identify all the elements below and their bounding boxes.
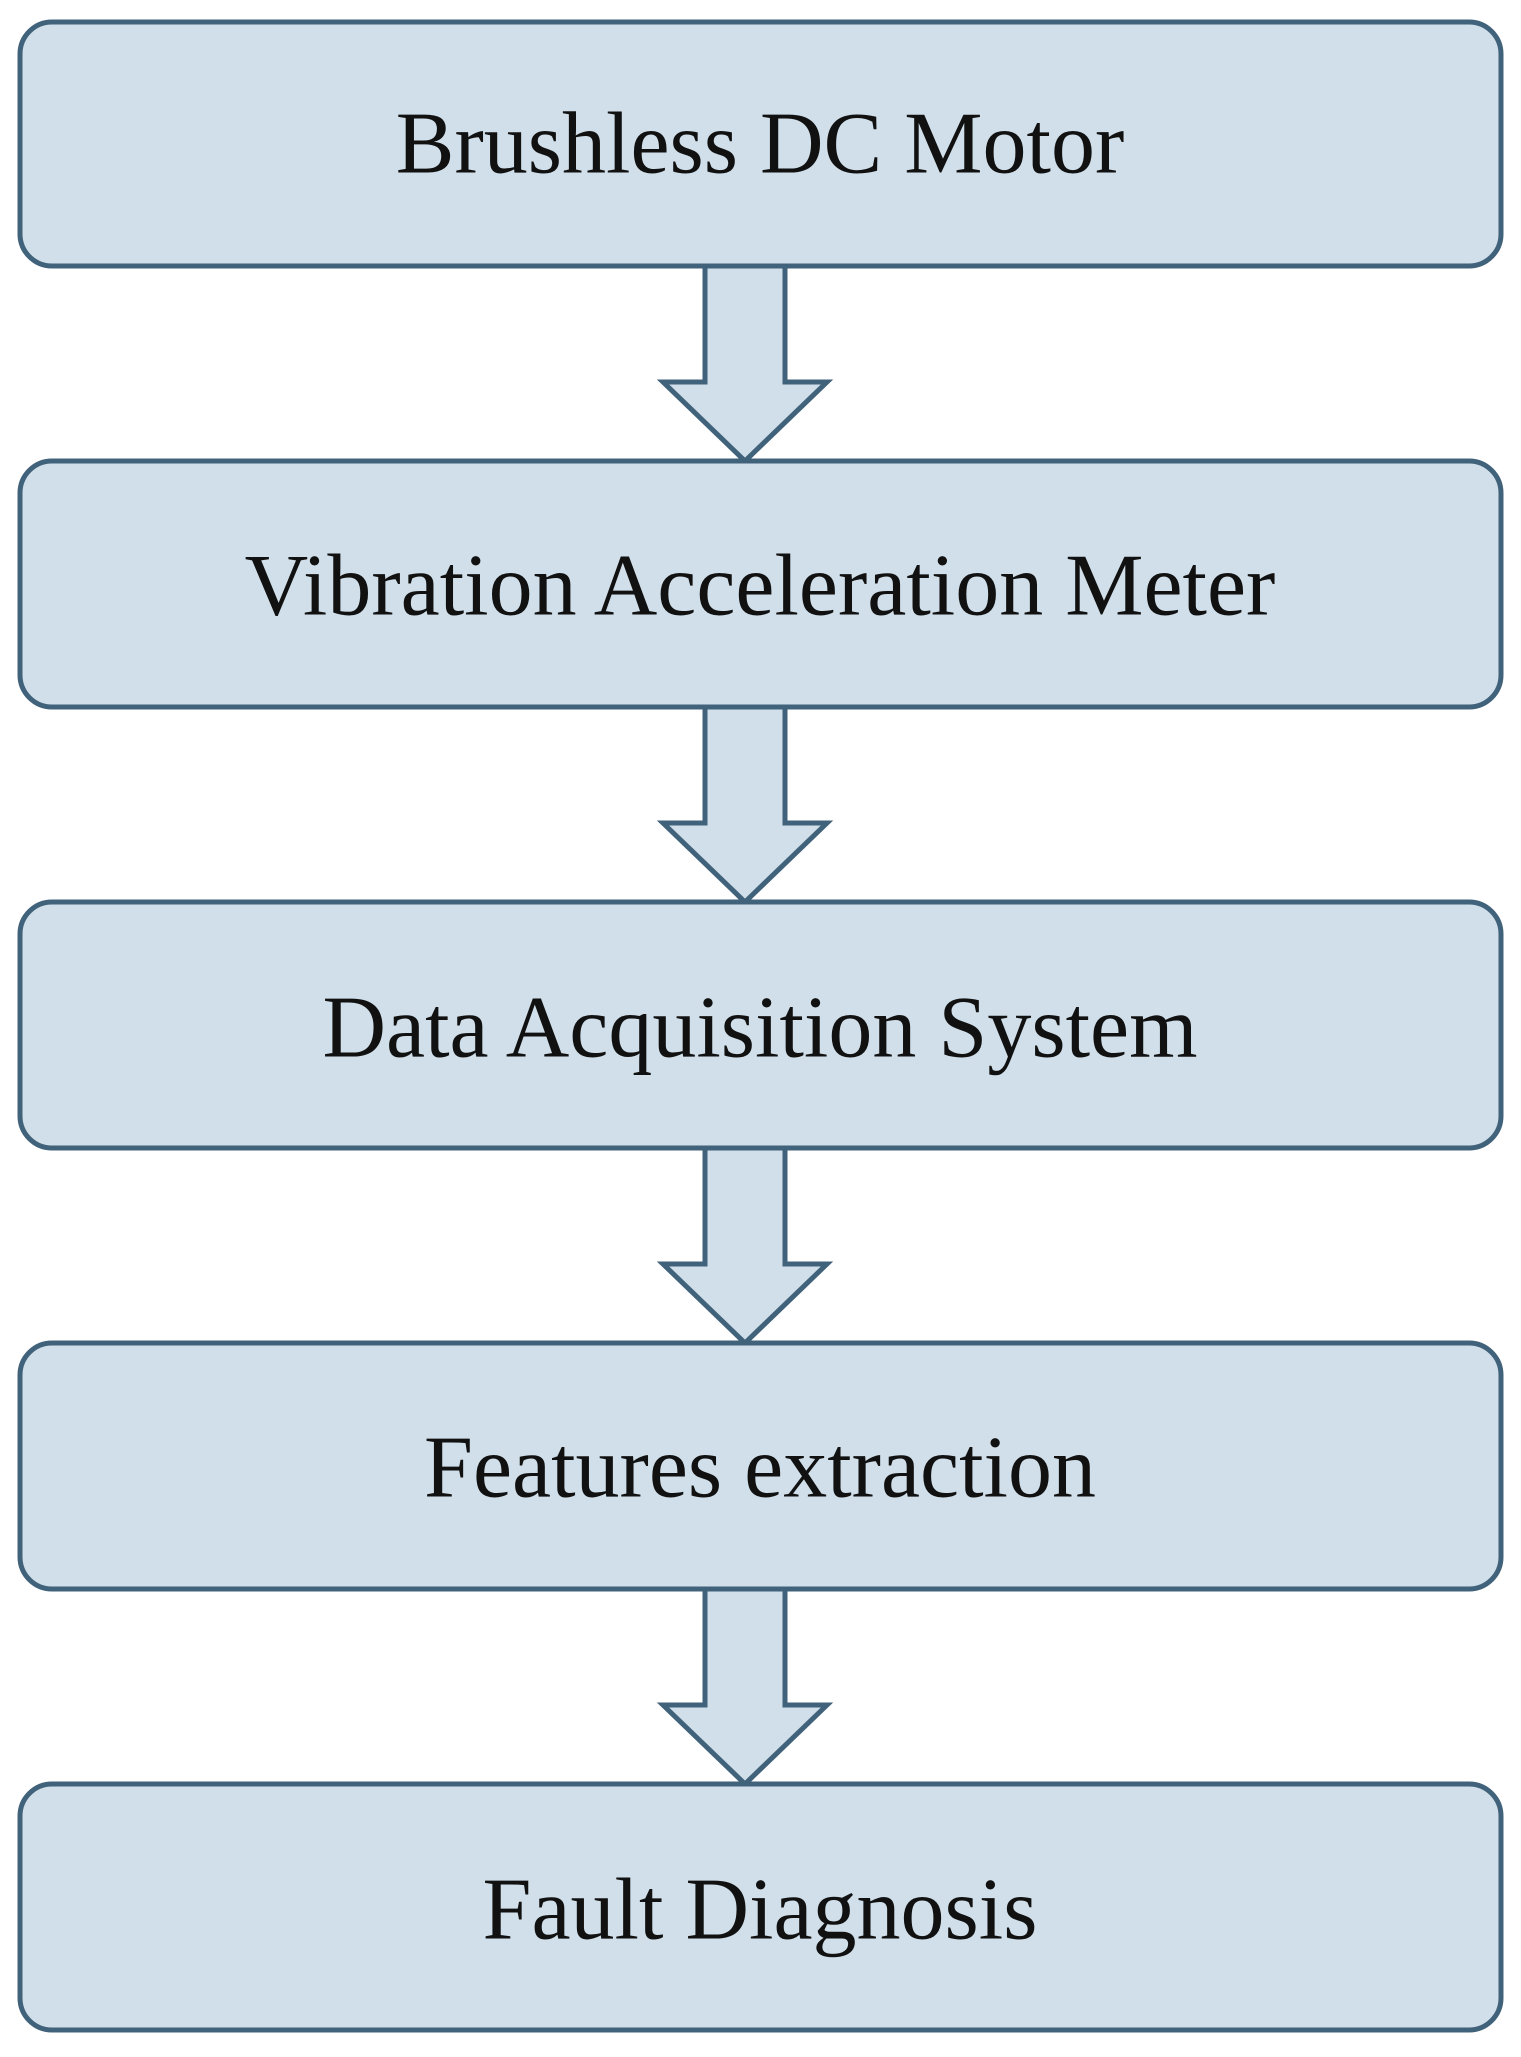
step-label: Vibration Acceleration Meter bbox=[245, 538, 1276, 635]
step-label: Fault Diagnosis bbox=[483, 1862, 1038, 1959]
down-arrow-icon bbox=[656, 263, 834, 465]
down-arrow-icon bbox=[656, 1586, 834, 1788]
step-label: Brushless DC Motor bbox=[396, 96, 1125, 193]
step-label: Data Acquisition System bbox=[322, 980, 1197, 1077]
step-box bbox=[17, 1781, 1504, 2033]
step-data-acquisition-system: Data Acquisition System bbox=[17, 899, 1504, 1151]
step-fault-diagnosis: Fault Diagnosis bbox=[17, 1781, 1504, 2033]
step-features-extraction: Features extraction bbox=[17, 1340, 1504, 1592]
down-arrow-icon bbox=[656, 1145, 834, 1347]
step-vibration-acceleration-meter: Vibration Acceleration Meter bbox=[17, 458, 1504, 710]
step-label: Features extraction bbox=[424, 1420, 1096, 1517]
down-arrow-icon bbox=[656, 704, 834, 906]
step-brushless-dc-motor: Brushless DC Motor bbox=[17, 19, 1504, 269]
